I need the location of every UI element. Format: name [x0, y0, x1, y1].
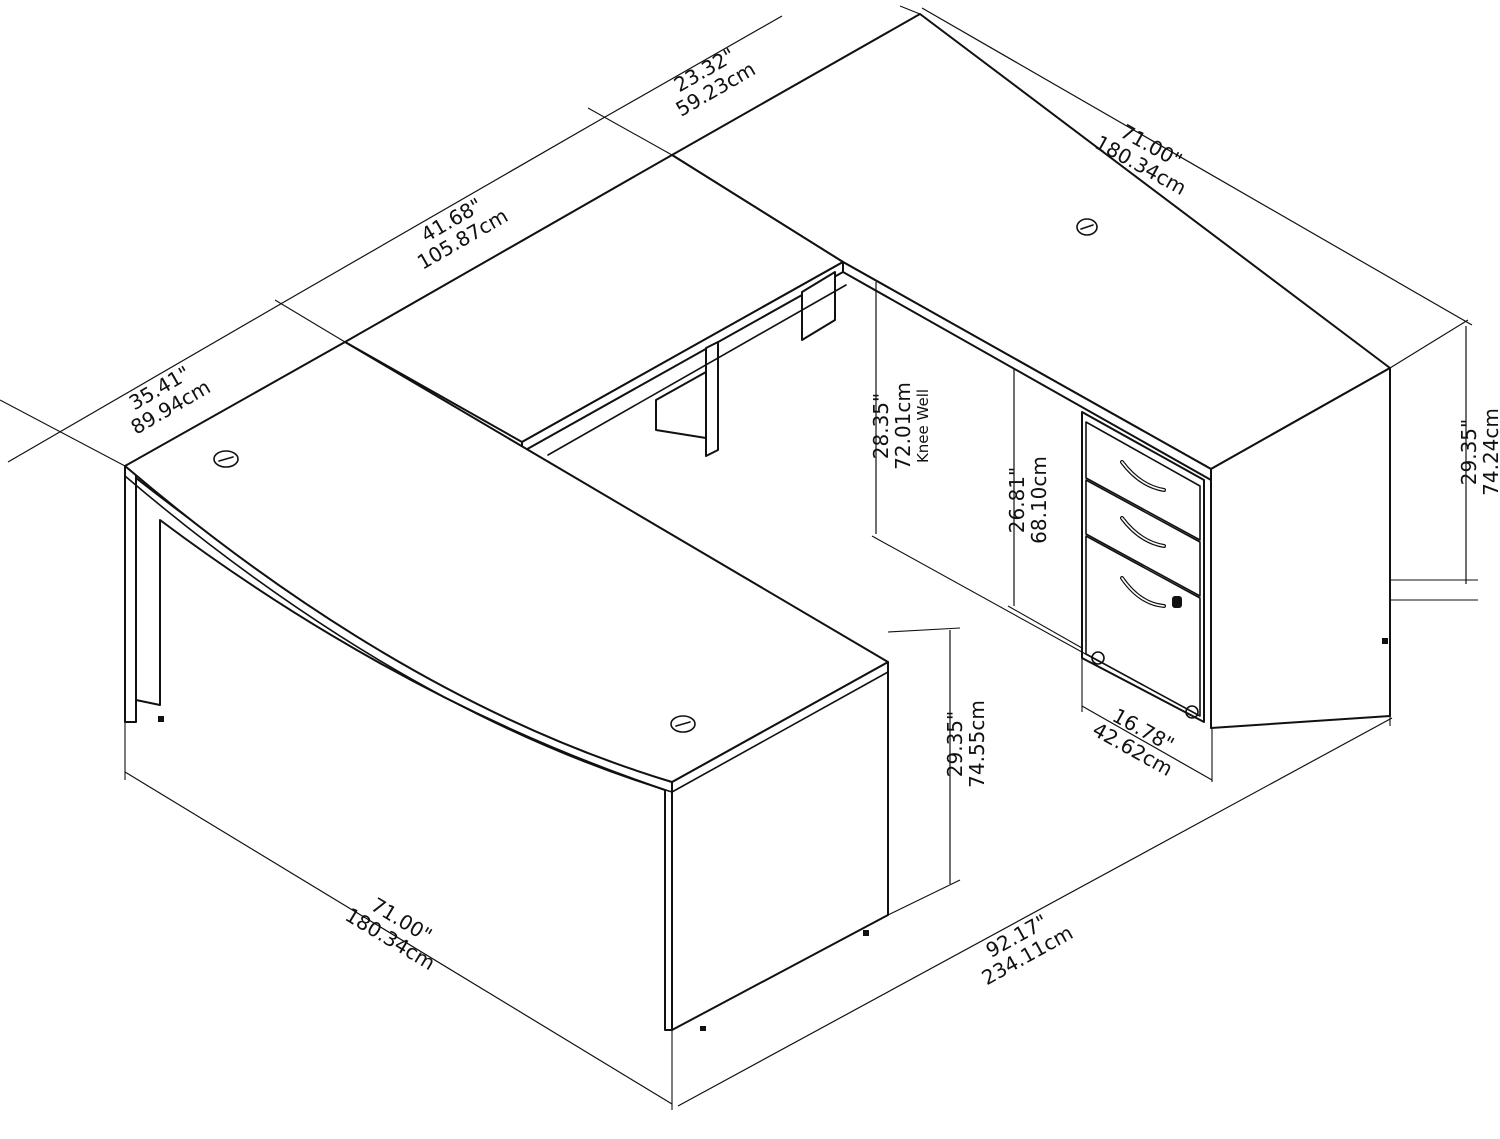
mobile-pedestal [1081, 411, 1205, 723]
pedestal-drawer-middle [1085, 479, 1201, 597]
dim-line-overall-depth [677, 717, 1393, 1107]
front-desk-left-panel [124, 465, 137, 723]
front-desk [124, 341, 889, 1031]
label-back-desk-height: 29.35" 74.24cm [1457, 408, 1500, 496]
label-pedestal-height: 26.81" 68.10cm [1005, 456, 1051, 544]
dim-line-pedestal-width [1081, 705, 1213, 781]
desk-feet [158, 638, 1388, 1031]
dim-line-front-desk-width [124, 771, 673, 1105]
dim-line-return-depth [597, 15, 783, 122]
grommets [213, 218, 1098, 733]
label-overall-depth: 92.17" 234.11cm [978, 909, 1078, 990]
front-desk-top [124, 341, 889, 783]
pedestal-drawer-file [1085, 535, 1201, 717]
knee-well-floor-line [547, 284, 847, 456]
back-desk-height-imperial: 29.35" [1457, 419, 1481, 485]
pedestal-height-metric: 68.10cm [1027, 456, 1051, 544]
knee-well-height-metric: 72.01cm [891, 382, 915, 470]
front-desk-height-metric: 74.55cm [965, 700, 989, 788]
front-desk-top-edge [124, 475, 889, 793]
pedestal-height-imperial: 26.81" [1005, 467, 1029, 533]
dim-line-bridge-length [283, 120, 599, 303]
dimension-lines [7, 7, 1473, 1107]
back-desk [671, 13, 1391, 729]
label-return-depth: 23.32" 59.23cm [670, 43, 760, 121]
front-desk-height-imperial: 29.35" [943, 711, 967, 777]
label-front-desk-width: 71.00" 180.34cm [341, 893, 439, 975]
bridge-modesty-panel [801, 271, 836, 341]
knee-well-note: Knee Well [914, 389, 932, 463]
extension-lines [0, 5, 1478, 1110]
label-pedestal-width: 16.78" 42.62cm [1089, 703, 1179, 781]
pedestal-drawer-top [1085, 421, 1201, 541]
bridge [344, 154, 844, 457]
bridge-support-foot [655, 371, 707, 439]
lock-icon [1172, 596, 1182, 608]
dim-line-back-desk-width [921, 7, 1473, 326]
label-knee-well-height: 28.35" 72.01cm Knee Well [869, 382, 932, 470]
caster-icon [1185, 705, 1199, 719]
back-desk-height-metric: 74.24cm [1479, 408, 1500, 496]
label-front-desk-height: 29.35" 74.55cm [943, 700, 989, 788]
dim-line-front-desk-depth [7, 301, 285, 463]
knee-well-height-imperial: 28.35" [869, 393, 893, 459]
